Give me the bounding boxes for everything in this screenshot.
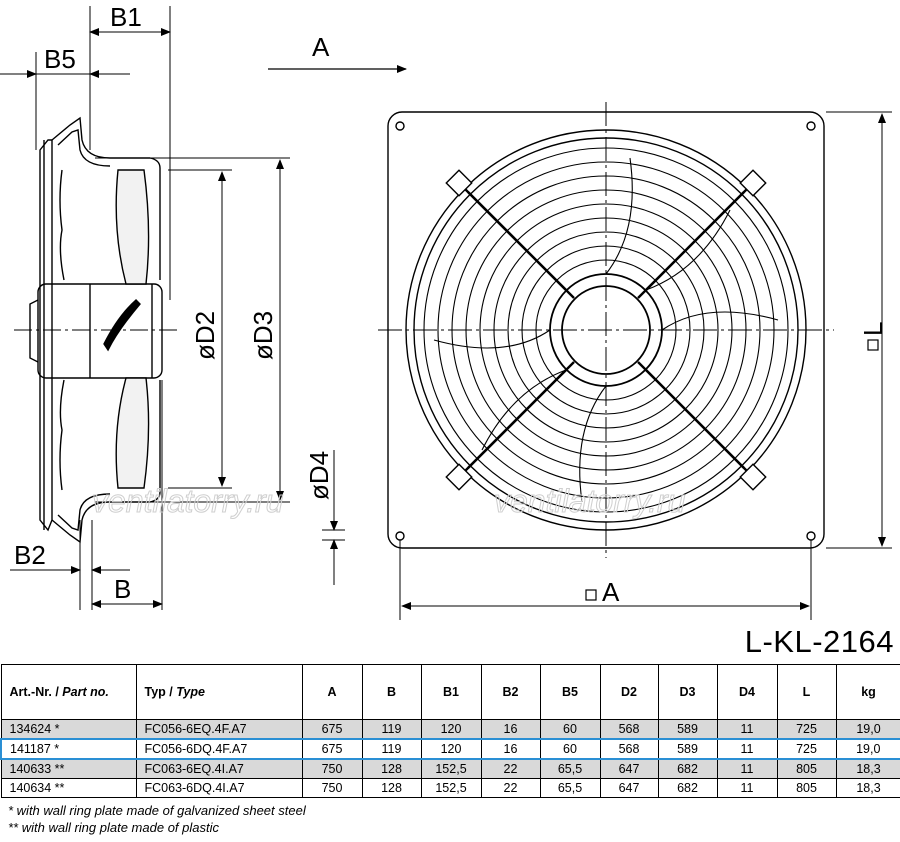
dim-b1-label: B1 [110,2,142,32]
table-cell: FC056-6DQ.4F.A7 [135,738,303,760]
technical-drawing: B1 B5 B2 B øD2 øD3 øD4 A [0,2,892,620]
column-header: A [301,664,363,720]
table-cell: 119 [361,738,422,760]
footnote-double-star: ** with wall ring plate made of plastic [8,820,219,835]
front-dimension-labels: A L [585,322,888,607]
strut-feet [445,169,767,491]
table-cell: 19,0 [835,719,900,740]
table-cell: 18,3 [835,778,900,798]
table-cell: 65,5 [539,758,601,779]
table-cell: 11 [716,719,778,740]
dim-b5-label: B5 [44,44,76,74]
column-header: D2 [599,664,659,720]
dim-d2-label: øD2 [190,311,220,360]
table-cell: FC063-6DQ.4I.A7 [135,778,303,798]
table-cell: 805 [776,758,837,779]
dim-square-a-label: A [602,577,620,607]
table-cell: 60 [539,719,601,740]
table-cell: 589 [657,738,718,760]
view-arrow: A [268,32,407,73]
footnotes: * with wall ring plate made of galvanize… [8,802,306,836]
table-cell: 568 [599,738,659,760]
motor-body [37,283,163,379]
dim-d3-label: øD3 [248,311,278,360]
table-cell: 120 [420,719,482,740]
table-cell: FC063-6EQ.4I.A7 [135,758,303,779]
column-header: B5 [539,664,601,720]
table-cell: 725 [776,738,837,760]
footnote-single-star: * with wall ring plate made of galvanize… [8,803,306,818]
table-cell: 647 [599,778,659,798]
table-cell: 11 [716,778,778,798]
column-header: Art.-Nr. / Part no. [0,664,137,720]
watermark-left: ventilatorry.ru [92,483,284,519]
column-header: B2 [480,664,541,720]
table-cell: 152,5 [420,778,482,798]
table-cell: 750 [301,758,363,779]
table-cell: 16 [480,738,541,760]
table-cell: FC056-6EQ.4F.A7 [135,719,303,740]
column-header: B1 [420,664,482,720]
table-cell: 60 [539,738,601,760]
table-cell: 568 [599,719,659,740]
column-header: D4 [716,664,778,720]
blade-lower [115,377,150,489]
table-cell: 16 [480,719,541,740]
table-cell: 141187 * [0,738,137,760]
view-arrow-label: A [312,32,330,62]
table-cell: 140633 ** [0,758,137,779]
front-view [378,102,834,558]
fan-blades [433,157,779,503]
table-cell: 675 [301,738,363,760]
table-cell: 119 [361,719,422,740]
dim-square-l-label: L [858,322,888,336]
dim-d4-label: øD4 [304,451,334,500]
dim-b2-label: B2 [14,540,46,570]
side-dimension-labels: B1 B5 B2 B øD2 øD3 øD4 [14,2,334,604]
column-header: D3 [657,664,718,720]
wall-plate-outline [39,139,53,532]
guard-struts [459,183,753,477]
column-header: Typ / Type [135,664,303,720]
table-cell: 589 [657,719,718,740]
table-cell: 22 [480,778,541,798]
table-cell: 22 [480,758,541,779]
table-cell: 128 [361,758,422,779]
table-cell: 11 [716,758,778,779]
side-view [29,116,163,544]
table-cell: 152,5 [420,758,482,779]
column-header: kg [835,664,900,720]
table-cell: 725 [776,719,837,740]
table-cell: 120 [420,738,482,760]
table-cell: 65,5 [539,778,601,798]
table-cell: 675 [301,719,363,740]
dim-b-label: B [114,574,131,604]
side-dimensions [0,6,345,610]
watermark-right: ventilatorry.ru [494,483,686,519]
table-cell: 682 [657,758,718,779]
table-cell: 750 [301,778,363,798]
table-cell: 140634 ** [0,778,137,798]
table-cell: 18,3 [835,758,900,779]
column-header: L [776,664,837,720]
blade-upper [115,169,150,285]
table-cell: 134624 * [0,719,137,740]
table-cell: 11 [716,738,778,760]
column-header: B [361,664,422,720]
front-dimensions [399,111,892,620]
document-code: L-KL-2164 [744,624,894,659]
table-cell: 805 [776,778,837,798]
table-cell: 647 [599,758,659,779]
table-cell: 19,0 [835,738,900,760]
table-cell: 682 [657,778,718,798]
table-cell: 128 [361,778,422,798]
